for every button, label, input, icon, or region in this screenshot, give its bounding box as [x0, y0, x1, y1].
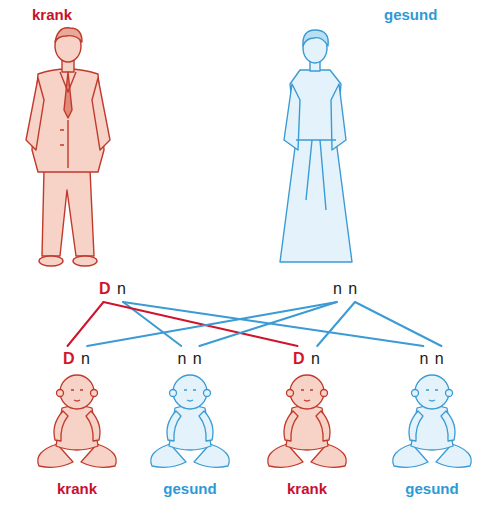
- baby-figure: [393, 375, 471, 467]
- child-node: D n krank: [27, 346, 127, 498]
- baby-figure: [38, 375, 116, 467]
- inheritance-line: [68, 302, 104, 346]
- inheritance-line: [123, 302, 423, 346]
- child-node: D n krank: [257, 346, 357, 498]
- inheritance-line: [87, 302, 337, 346]
- genotype-label: n n: [174, 346, 205, 372]
- status-label: krank: [287, 480, 327, 498]
- status-label: krank: [32, 6, 72, 24]
- woman-figure: [280, 30, 352, 262]
- genotype-label: D n: [96, 276, 130, 302]
- inheritance-line: [199, 302, 337, 346]
- inheritance-line: [317, 302, 355, 346]
- man-figure: [26, 28, 110, 266]
- genotype-label: n n: [416, 346, 447, 372]
- child-node: n n gesund: [382, 346, 482, 498]
- baby-figure: [268, 375, 346, 467]
- baby-figure: [151, 375, 229, 467]
- genotype-label: D n: [60, 346, 94, 372]
- inheritance-line: [199, 302, 337, 346]
- status-label: krank: [57, 480, 97, 498]
- inheritance-line: [123, 302, 423, 346]
- child-node: n n gesund: [140, 346, 240, 498]
- inheritance-line: [68, 302, 104, 346]
- status-label: gesund: [384, 6, 437, 24]
- inheritance-line: [355, 302, 441, 346]
- inheritance-line: [87, 302, 337, 346]
- parent-node: gesund n n: [240, 4, 440, 302]
- inheritance-line: [355, 302, 441, 346]
- status-label: gesund: [405, 480, 458, 498]
- genotype-label: n n: [330, 276, 361, 302]
- status-label: gesund: [163, 480, 216, 498]
- parent-node: krank D n: [10, 4, 140, 302]
- inheritance-line: [317, 302, 355, 346]
- genotype-label: D n: [290, 346, 324, 372]
